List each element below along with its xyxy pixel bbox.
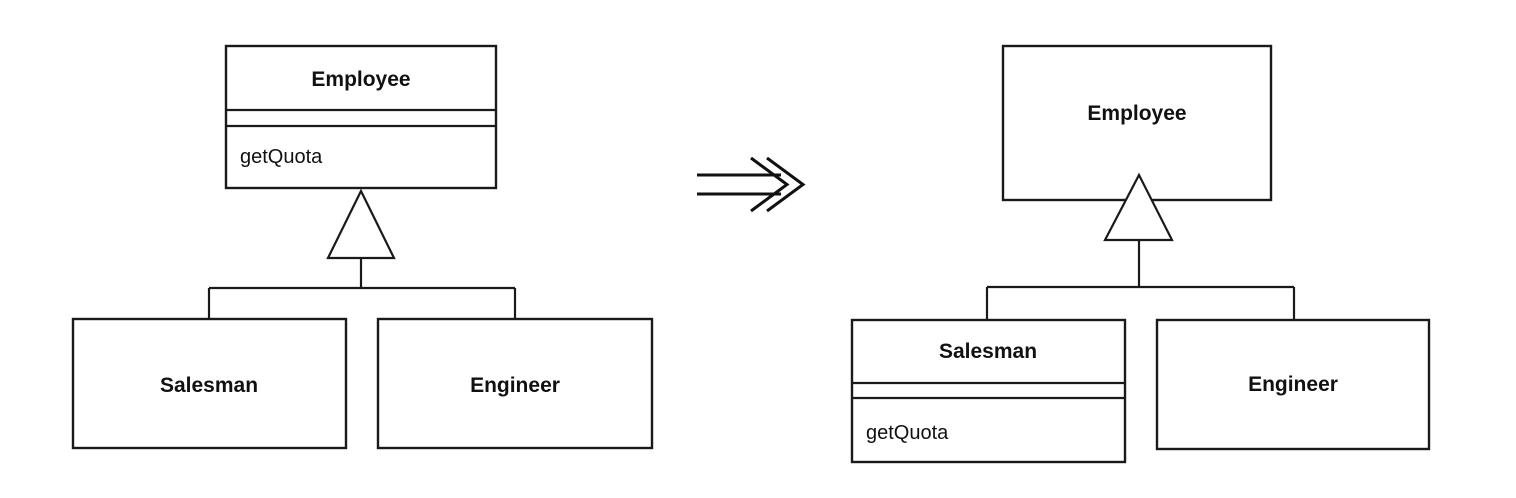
before-inheritance-connector xyxy=(207,258,517,319)
transform-arrow-icon xyxy=(697,156,806,213)
after-diagram: Employee Salesman getQuota Engineer xyxy=(850,44,1431,464)
after-engineer-class: Engineer xyxy=(1155,318,1431,451)
before-salesman-name: Salesman xyxy=(160,374,258,397)
before-diagram: Employee getQuota Salesman Engineer xyxy=(71,44,654,450)
before-employee-operation: getQuota xyxy=(240,146,323,168)
before-engineer-class: Engineer xyxy=(376,317,654,450)
after-engineer-name: Engineer xyxy=(1248,373,1338,396)
after-salesman-class: Salesman getQuota xyxy=(850,318,1127,464)
before-employee-name: Employee xyxy=(311,68,410,91)
after-salesman-name: Salesman xyxy=(939,340,1037,363)
before-employee-class: Employee getQuota xyxy=(224,44,498,190)
before-engineer-name: Engineer xyxy=(470,374,560,397)
after-employee-name: Employee xyxy=(1087,102,1186,125)
before-salesman-class: Salesman xyxy=(71,317,348,450)
after-employee-class: Employee xyxy=(1001,44,1273,202)
before-generalization-triangle xyxy=(326,188,396,260)
after-inheritance-connector xyxy=(985,240,1296,320)
after-salesman-operation: getQuota xyxy=(866,422,949,444)
